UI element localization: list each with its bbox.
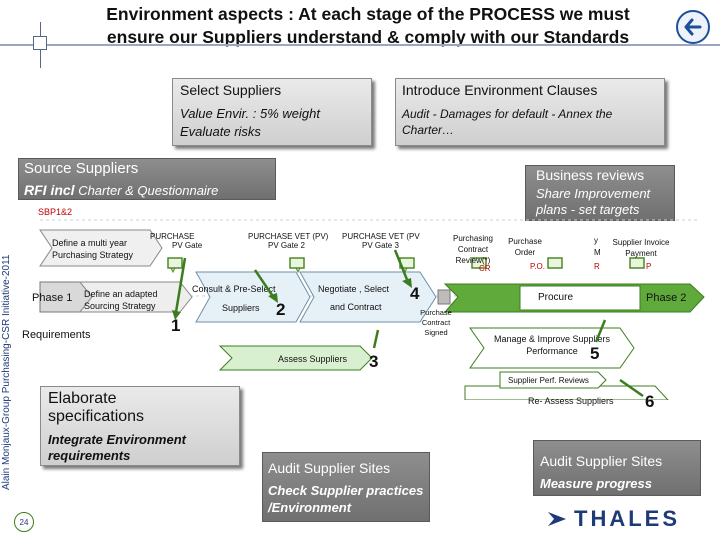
adapted-sourcing-strategy: Define an adapted Sourcing Strategy	[84, 289, 158, 311]
phase-2-label: Phase 2	[646, 292, 687, 304]
and-contract-label: and Contract	[330, 302, 382, 312]
source-suppliers-heading: Source Suppliers	[24, 160, 139, 177]
page-title: Environment aspects : At each stage of t…	[106, 4, 630, 47]
elaborate-specs-body: Integrate Environment requirements	[48, 432, 186, 463]
suppliers-label: Suppliers	[222, 303, 260, 313]
re-assess-label: Re- Assess Suppliers	[528, 396, 614, 406]
introduce-clauses-body: Audit - Damages for default - Annex the …	[402, 107, 613, 137]
back-arrow-icon[interactable]	[676, 10, 710, 44]
purchase-contract-signed: Purchase Contract Signed	[420, 308, 452, 337]
panel-select-suppliers	[172, 78, 372, 146]
step-5: 5	[590, 344, 600, 363]
process-diagram	[39, 219, 705, 400]
step-1: 1	[171, 316, 181, 335]
introduce-clauses-heading: Introduce Environment Clauses	[402, 82, 598, 98]
pv-gate-3-bottom: PV Gate 3	[362, 241, 399, 250]
step-6: 6	[645, 392, 655, 411]
pv-gate-1-bottom: PV Gate	[172, 241, 203, 250]
select-suppliers-heading: Select Suppliers	[180, 82, 282, 98]
requirements-label: Requirements	[22, 329, 91, 341]
assess-suppliers-label: Assess Suppliers	[278, 354, 348, 364]
po-label: P.O.	[530, 262, 545, 271]
consult-label: Consult & Pre-Select	[192, 284, 276, 294]
supplier-invoice-payment: Supplier Invoice Payment	[612, 238, 670, 258]
cr-label: CR	[479, 264, 491, 273]
purchase-order-label: Purchase Order	[508, 237, 542, 257]
business-reviews-body: Share Improvement plans - set targets	[536, 186, 651, 217]
m-fragment: M	[594, 248, 601, 257]
phase-1-label: Phase 1	[32, 292, 73, 304]
multi-year-strategy: Define a multi year Purchasing Strategy	[52, 238, 134, 260]
manage-improve-label: Manage & Improve Suppliers Performance	[493, 334, 611, 356]
back-arrow-glyph	[684, 18, 702, 36]
step-2: 2	[276, 300, 286, 319]
step-3: 3	[369, 352, 379, 371]
title-divider	[0, 44, 720, 46]
panel-audit-sites-2	[533, 440, 701, 496]
p-fragment: P	[646, 262, 652, 271]
elaborate-specs-heading: Elaborate specifications	[48, 390, 145, 425]
business-reviews-heading: Business reviews	[536, 167, 645, 183]
negotiate-label: Negotiate , Select	[318, 284, 390, 294]
y-fragment: y	[594, 236, 598, 245]
audit-sites-1-heading: Audit Supplier Sites	[268, 460, 391, 476]
sbp-label: SBP1&2	[38, 207, 73, 217]
panel-source-suppliers	[18, 158, 276, 200]
audit-sites-2-body: Measure progress	[540, 476, 652, 491]
thales-logo: THALES	[546, 506, 680, 532]
audit-sites-2-heading: Audit Supplier Sites	[540, 453, 663, 469]
pv-gate-2-bottom: PV Gate 2	[268, 241, 305, 250]
panel-business-reviews	[525, 165, 675, 221]
audit-sites-1-body: Check Supplier practices /Environment	[268, 483, 424, 515]
step-4: 4	[410, 284, 420, 303]
crosshair-box	[33, 36, 47, 50]
source-suppliers-body: RFI incl Charter & Questionnaire	[24, 182, 219, 198]
pv-gate-2-top: PURCHASE VET (PV)	[248, 232, 329, 241]
r-fragment: R	[594, 262, 600, 271]
page-number: 24	[14, 512, 34, 532]
panel-audit-sites-1	[262, 452, 430, 522]
pv-gate-3-top: PURCHASE VET (PV	[342, 232, 420, 241]
select-suppliers-body: Value Envir. : 5% weight Evaluate risks	[180, 106, 320, 139]
panel-introduce-clauses	[395, 78, 665, 146]
supplier-perf-reviews: Supplier Perf. Reviews	[508, 376, 589, 385]
thales-arrow-icon	[548, 512, 566, 526]
panel-elaborate-specs	[40, 386, 240, 466]
purchasing-contract-review: Purchasing Contract Review(*)	[452, 234, 494, 265]
pv-gate-1-top: PURCHASE	[150, 232, 195, 241]
procure-label: Procure	[538, 292, 574, 303]
